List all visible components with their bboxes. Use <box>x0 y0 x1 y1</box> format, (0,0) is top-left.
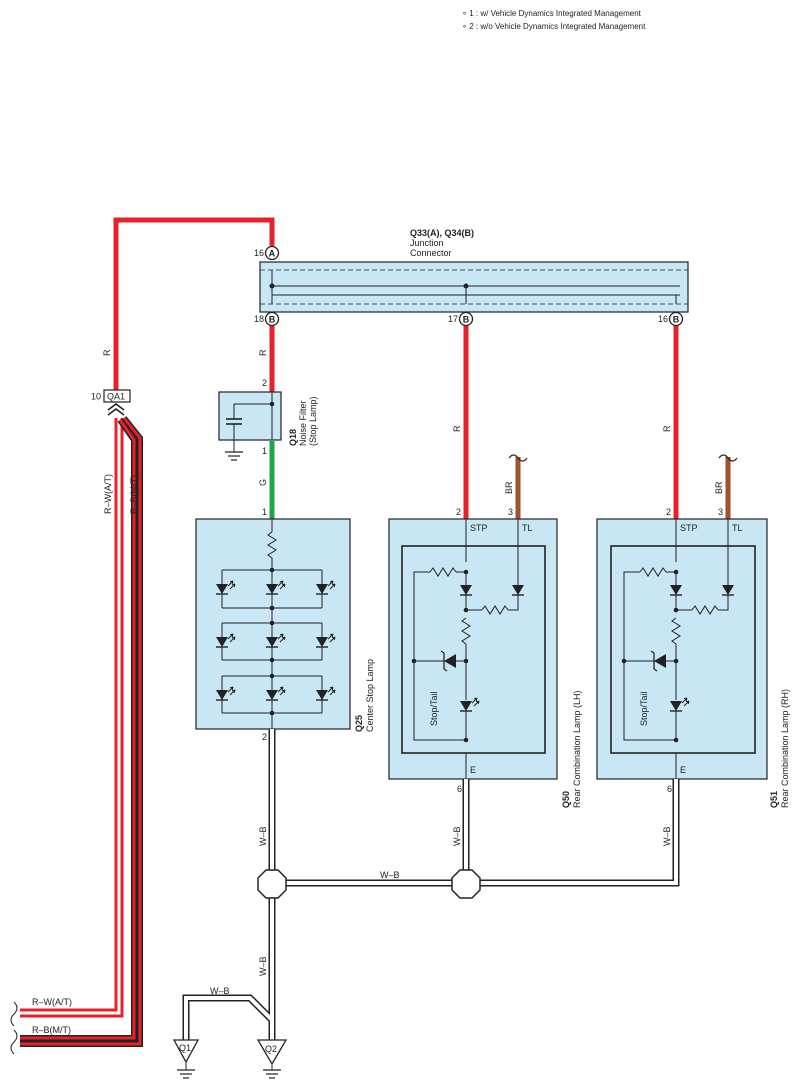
wire-label-wb-rh: W–B <box>662 826 672 846</box>
wire-label-wb-lh: W–B <box>452 826 462 846</box>
wire-label-rw-at: R–W(A/T) <box>32 997 72 1007</box>
junction-connector-box <box>259 261 689 313</box>
connector-qa1-code: QA1 <box>107 392 125 402</box>
noise-filter-box <box>218 391 282 441</box>
rear-lamp-rh-label-stp: STP <box>680 523 698 533</box>
center-stop-lamp-name: Center Stop Lamp <box>365 659 375 732</box>
rear-lamp-rh-code: Q51 <box>769 791 779 808</box>
rear-lamp-rh-label-e: E <box>680 765 686 775</box>
connector-qa1-pin: 10 <box>91 392 101 402</box>
wire-label-g: G <box>258 479 268 486</box>
wire-label-br-rh: BR <box>714 481 724 494</box>
rear-lamp-rh-pin-tl: 3 <box>718 507 723 517</box>
rear-lamp-lh-pin-tl: 3 <box>508 507 513 517</box>
rear-lamp-lh-name: Rear Combination Lamp (LH) <box>572 690 582 808</box>
wire-label-r-lh: R <box>452 425 462 432</box>
junction-pin-b18: 18 <box>254 314 264 324</box>
ground-q1-label: Q1 <box>179 1043 191 1053</box>
rear-lamp-lh-pin-stp: 2 <box>456 507 461 517</box>
wires-wb <box>182 729 680 1040</box>
ground-q2-label: Q2 <box>265 1044 277 1054</box>
center-stop-lamp-code: Q25 <box>354 715 364 732</box>
junction-pin-b18-letter: B <box>269 314 276 324</box>
rear-lamp-rh-pin-stp: 2 <box>666 507 671 517</box>
wire-label-wb-horizontal: W–B <box>380 870 400 880</box>
ground-q1 <box>172 1039 200 1079</box>
noise-filter-pin-2: 2 <box>262 378 267 388</box>
rear-lamp-rh-label-tl: TL <box>732 523 743 533</box>
rear-lamp-rh-inner-label: Stop/Tail <box>639 691 649 726</box>
wire-label-r-main: R <box>102 349 112 356</box>
rear-lamp-lh-label-stp: STP <box>470 523 488 533</box>
connector-qa1 <box>103 389 131 403</box>
wire-label-rw-at-vertical: R–W(A/T) <box>103 474 113 514</box>
note-2: ∘ 2 : w/o Vehicle Dynamics Integrated Ma… <box>462 22 646 31</box>
junction-name-line1: Junction <box>410 238 444 248</box>
junction-code: Q33(A), Q34(B) <box>410 228 474 238</box>
wire-label-wb-ground: W–B <box>210 986 230 996</box>
junction-pin-b17-letter: B <box>463 314 470 324</box>
junction-pin-a-letter: A <box>269 248 276 258</box>
junction-pin-b16-letter: B <box>673 314 680 324</box>
noise-filter-code: Q18 <box>288 429 298 446</box>
noise-filter-pin-1: 1 <box>262 446 267 456</box>
wire-label-r-rh: R <box>662 425 672 432</box>
wire-label-wb-lower: W–B <box>258 956 268 976</box>
rear-lamp-lh-label-e: E <box>470 765 476 775</box>
splice-right <box>451 869 481 899</box>
rear-lamp-rh-pin-e: 6 <box>667 784 672 794</box>
noise-filter-name-1: Noise Filter <box>298 400 308 446</box>
wire-label-br-lh: BR <box>504 481 514 494</box>
junction-pin-b16: 16 <box>658 314 668 324</box>
rear-lamp-lh-label-tl: TL <box>522 523 533 533</box>
junction-pin-a16: 16 <box>254 248 264 258</box>
wire-label-rb-mt: R–B(M/T) <box>32 1025 71 1035</box>
rear-lamp-lh-code: Q50 <box>561 791 571 808</box>
wire-r-main <box>113 217 275 392</box>
splice-left <box>257 869 287 899</box>
center-stop-lamp-pin-2: 2 <box>262 732 267 742</box>
rear-lamp-rh <box>596 518 768 780</box>
noise-filter-name-2: (Stop Lamp) <box>308 396 318 446</box>
junction-name-line2: Connector <box>410 248 452 258</box>
note-1: ∘ 1 : w/ Vehicle Dynamics Integrated Man… <box>462 9 642 18</box>
rear-lamp-lh <box>388 518 558 780</box>
rear-lamp-lh-inner-label: Stop/Tail <box>429 691 439 726</box>
harness-rw-rb <box>10 416 143 1055</box>
wire-label-r-nf: R <box>258 349 268 356</box>
ground-q2 <box>256 1039 288 1079</box>
center-stop-lamp-pin-1: 1 <box>262 507 267 517</box>
wire-label-rb-mt-vertical: R–B(M/T) <box>129 475 139 514</box>
junction-pin-b17: 17 <box>448 314 458 324</box>
rear-lamp-lh-pin-e: 6 <box>457 784 462 794</box>
rear-lamp-rh-name: Rear Combination Lamp (RH) <box>780 689 790 808</box>
wire-label-wb-center: W–B <box>258 826 268 846</box>
